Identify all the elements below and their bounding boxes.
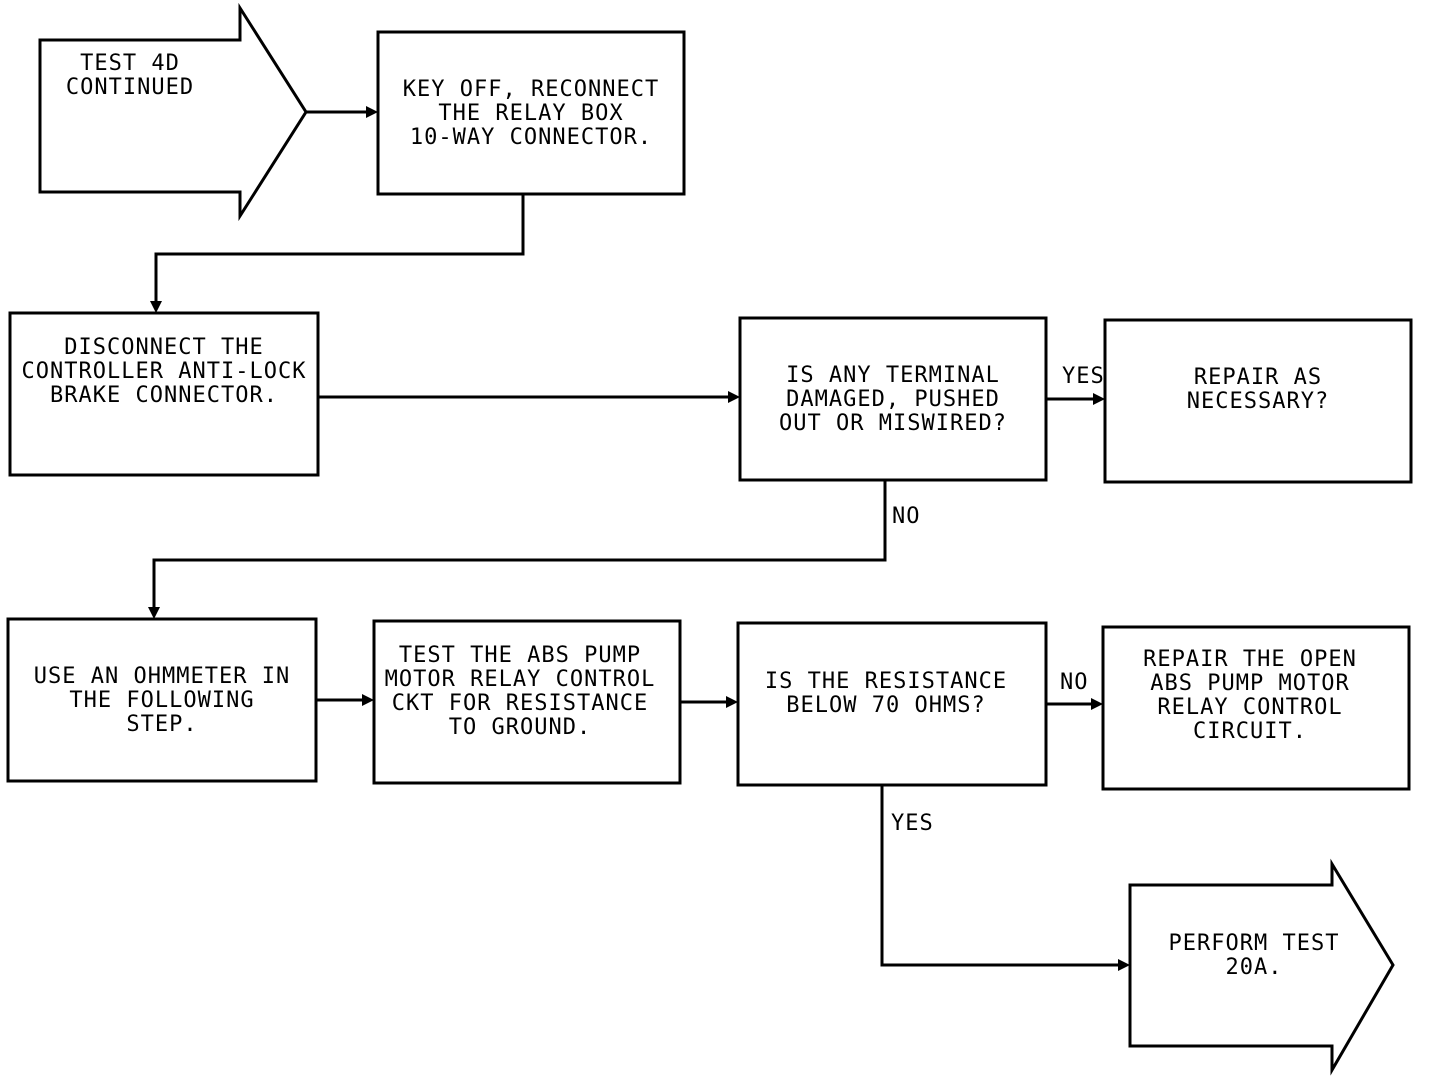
node-text-line: CONTROLLER ANTI-LOCK — [22, 359, 307, 384]
node-text-line: RELAY CONTROL — [1157, 695, 1342, 720]
node-text-line: KEY OFF, RECONNECT — [403, 77, 659, 102]
terminal-damaged-question-box — [738, 316, 1048, 482]
node-text-line: 20A. — [1226, 955, 1283, 980]
use-ohmmeter-box — [6, 617, 318, 783]
node-text-line: BELOW 70 OHMS? — [786, 693, 985, 718]
node-text-line: 10-WAY CONNECTOR. — [410, 125, 652, 150]
node-text-line: IS ANY TERMINAL — [786, 363, 1000, 388]
arrowhead-use-ohmmeter — [148, 607, 160, 619]
node-text-line: TEST THE ABS PUMP — [399, 643, 641, 668]
node-text-line: CONTINUED — [66, 75, 194, 100]
node-text-line: IS THE RESISTANCE — [765, 669, 1007, 694]
perform-test-20a-arrow-shape — [1128, 858, 1395, 1076]
resistance-yes-label: YES — [891, 811, 934, 836]
node-text-line: CKT FOR RESISTANCE — [392, 691, 648, 716]
arrowhead-disconnect — [150, 301, 162, 313]
node-text-line: THE RELAY BOX — [438, 101, 623, 126]
arrowhead-keyoff — [366, 106, 378, 118]
node-text-line: DISCONNECT THE — [64, 335, 263, 360]
node-text-line: CIRCUIT. — [1193, 719, 1307, 744]
node-text-line: TO GROUND. — [449, 715, 591, 740]
node-text-line: USE AN OHMMETER IN — [34, 664, 290, 689]
node-text-line: MOTOR RELAY CONTROL — [385, 667, 656, 692]
node-text-line: NECESSARY? — [1187, 389, 1329, 414]
node-text-line: BRAKE CONNECTOR. — [50, 383, 278, 408]
test-abs-pump-box — [372, 619, 682, 785]
terminal-no-label: NO — [892, 504, 921, 529]
node-text-line: DAMAGED, PUSHED — [786, 387, 1000, 412]
connector-resistance-yes-to-perform-test — [880, 785, 1120, 967]
arrowhead-resistance-question — [726, 696, 738, 708]
key-off-reconnect-box — [376, 30, 686, 196]
node-text-line: ABS PUMP MOTOR — [1150, 671, 1349, 696]
resistance-no-label: NO — [1060, 670, 1089, 695]
resistance-question-box — [736, 621, 1048, 787]
arrowhead-perform-test — [1118, 959, 1130, 971]
repair-open-circuit-box — [1101, 625, 1411, 791]
node-text-line: REPAIR THE OPEN — [1143, 647, 1357, 672]
arrowhead-repair-open — [1091, 698, 1103, 710]
node-text-line: THE FOLLOWING — [69, 688, 254, 713]
connector-terminal-no-to-ohmmeter — [152, 480, 887, 609]
node-text-line: STEP. — [126, 712, 197, 737]
terminal-yes-label: YES — [1062, 364, 1105, 389]
node-text-line: PERFORM TEST — [1169, 931, 1340, 956]
test-4d-continued-arrow-shape — [38, 2, 308, 222]
arrowhead-repair-as-necessary — [1093, 393, 1105, 405]
node-text-line: REPAIR AS — [1194, 365, 1322, 390]
node-text-line: OUT OR MISWIRED? — [779, 411, 1007, 436]
disconnect-controller-box — [8, 311, 320, 477]
connector-keyoff-to-disconnect — [154, 194, 525, 303]
node-text-line: TEST 4D — [80, 51, 180, 76]
arrowhead-test-abs — [362, 694, 374, 706]
arrowhead-terminal-question — [728, 391, 740, 403]
repair-as-necessary-box — [1103, 318, 1413, 484]
